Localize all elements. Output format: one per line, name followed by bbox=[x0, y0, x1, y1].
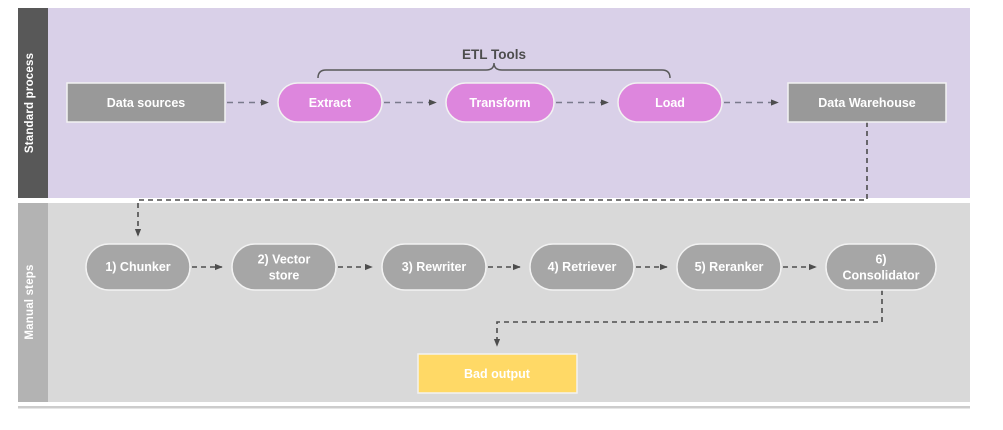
node-vector-store[interactable]: 2) Vector store bbox=[231, 243, 337, 291]
edge-data-warehouse-to-chunker bbox=[134, 122, 868, 237]
node-retriever-shape[interactable] bbox=[529, 243, 635, 291]
node-load-shape[interactable] bbox=[617, 82, 723, 123]
etl-tools-label: ETL Tools bbox=[462, 47, 526, 62]
node-bad-output-shape[interactable] bbox=[417, 353, 578, 394]
lane-standard-process-label: Standard process bbox=[24, 53, 36, 153]
node-reranker-label: 5) Reranker bbox=[695, 260, 764, 274]
node-chunker-label: 1) Chunker bbox=[105, 260, 170, 274]
node-vector-store-label-line1: 2) Vector bbox=[258, 252, 311, 266]
node-consolidator-label-line1: 6) bbox=[875, 252, 886, 266]
node-vector-store-shape[interactable] bbox=[231, 243, 337, 291]
node-consolidator-shape[interactable] bbox=[825, 243, 937, 291]
etl-tools-brace-icon bbox=[317, 62, 671, 79]
node-consolidator-label-line2: Consolidator bbox=[842, 268, 919, 282]
node-consolidator[interactable]: 6) Consolidator bbox=[825, 243, 937, 291]
node-load[interactable]: Load bbox=[617, 82, 723, 123]
node-reranker[interactable]: 5) Reranker bbox=[676, 243, 782, 291]
node-extract-label: Extract bbox=[309, 96, 352, 110]
footer-divider bbox=[18, 406, 970, 409]
node-retriever[interactable]: 4) Retriever bbox=[529, 243, 635, 291]
node-chunker[interactable]: 1) Chunker bbox=[85, 243, 191, 291]
node-rewriter-label: 3) Rewriter bbox=[402, 260, 467, 274]
node-load-label: Load bbox=[655, 96, 685, 110]
lane-standard-process-band bbox=[18, 8, 48, 198]
node-retriever-label: 4) Retriever bbox=[548, 260, 617, 274]
node-reranker-shape[interactable] bbox=[676, 243, 782, 291]
node-bad-output-label: Bad output bbox=[464, 367, 531, 381]
node-rewriter-shape[interactable] bbox=[381, 243, 487, 291]
node-data-warehouse-label: Data Warehouse bbox=[818, 96, 916, 110]
node-extract[interactable]: Extract bbox=[277, 82, 383, 123]
node-vector-store-label-line2: store bbox=[269, 268, 300, 282]
node-data-sources[interactable]: Data sources bbox=[66, 82, 226, 123]
node-transform-shape[interactable] bbox=[445, 82, 555, 123]
etl-tools-annotation: ETL Tools bbox=[317, 47, 671, 79]
node-transform[interactable]: Transform bbox=[445, 82, 555, 123]
node-chunker-shape[interactable] bbox=[85, 243, 191, 291]
node-data-sources-shape[interactable] bbox=[66, 82, 226, 123]
node-extract-shape[interactable] bbox=[277, 82, 383, 123]
lane-manual-steps-band bbox=[18, 203, 48, 402]
lane-manual-steps-label: Manual steps bbox=[24, 264, 36, 339]
node-transform-label: Transform bbox=[469, 96, 530, 110]
node-data-warehouse-shape[interactable] bbox=[787, 82, 947, 123]
node-data-sources-label: Data sources bbox=[107, 96, 186, 110]
node-data-warehouse[interactable]: Data Warehouse bbox=[787, 82, 947, 123]
node-bad-output[interactable]: Bad output bbox=[417, 353, 578, 394]
edge-data-warehouse-to-chunker-path bbox=[134, 122, 868, 237]
node-rewriter[interactable]: 3) Rewriter bbox=[381, 243, 487, 291]
